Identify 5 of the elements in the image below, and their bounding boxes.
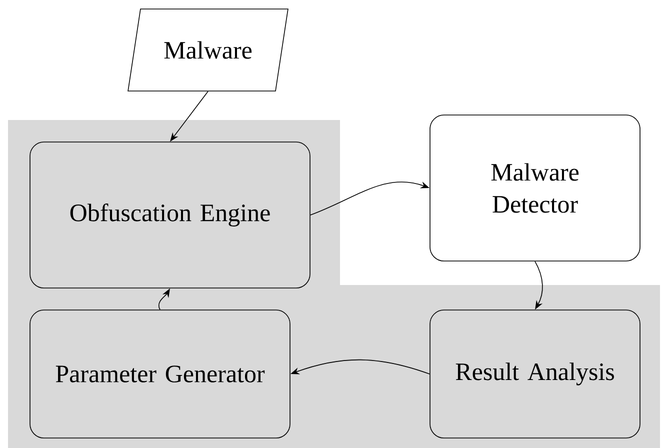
process-box: Obfuscation Engine: [30, 142, 310, 288]
process-box: Result Analysis: [430, 310, 640, 438]
process-box: Parameter Generator: [30, 310, 290, 438]
input-parallelogram: Malware: [128, 8, 288, 92]
process-box: Malware Detector: [430, 114, 640, 262]
